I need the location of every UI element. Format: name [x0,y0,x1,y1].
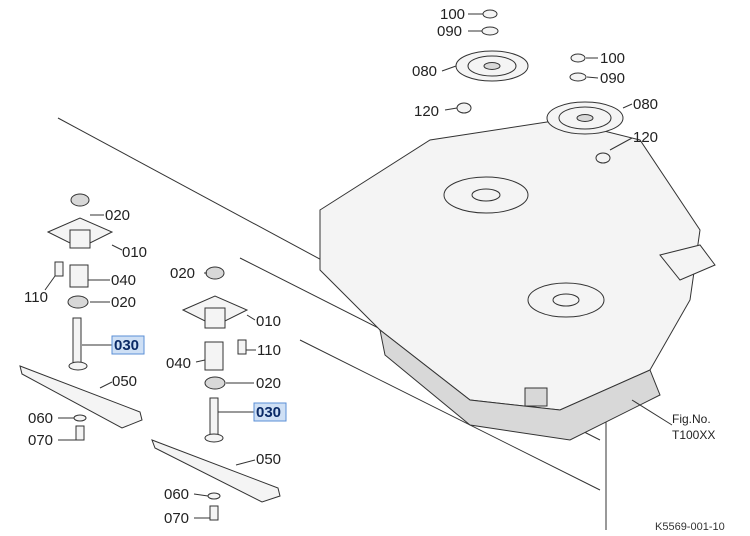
label-part-050: 050 [256,451,281,468]
mower-deck [319,119,716,441]
left-spindle-assembly [19,193,143,441]
label-part-110: 110 [24,289,48,306]
highlight-box [253,402,287,422]
pulley-left [455,50,529,82]
guide-line [299,339,601,491]
label-part-080: 080 [412,63,437,80]
label-part-010: 010 [256,313,281,330]
washer-icon [569,72,587,82]
label-part-050: 050 [112,373,137,390]
label-part-090: 090 [600,70,625,87]
label-part-030-highlighted[interactable]: 030 [114,337,139,354]
label-part-020: 020 [111,294,136,311]
pulley-right [546,101,624,135]
label-part-030-highlighted[interactable]: 030 [256,404,281,421]
figure-number-value: T100XX [672,428,715,442]
document-code: K5569-001-10 [655,521,725,533]
nut-icon [482,9,498,19]
label-part-070: 070 [164,510,189,527]
leader-lines [44,13,633,519]
label-part-060: 060 [164,486,189,503]
washer-icon [481,26,499,36]
label-part-100: 100 [440,6,465,23]
nut-icon [570,53,586,63]
label-part-020: 020 [256,375,281,392]
label-part-090: 090 [437,23,462,40]
label-part-110: 110 [257,342,281,359]
label-part-010: 010 [122,244,147,261]
nut-icon [595,152,611,164]
label-part-020: 020 [170,265,195,282]
label-part-100: 100 [600,50,625,67]
fig-leader-line [631,399,673,426]
label-part-040: 040 [111,272,136,289]
figure-number-label: Fig.No. [672,412,711,426]
label-part-040: 040 [166,355,191,372]
label-part-120: 120 [414,103,439,120]
label-part-020: 020 [105,207,130,224]
label-part-120: 120 [633,129,658,146]
right-spindle-assembly [151,266,281,521]
nut-icon [456,102,472,114]
label-part-060: 060 [28,410,53,427]
label-part-080: 080 [633,96,658,113]
highlight-box [111,335,145,355]
label-part-070: 070 [28,432,53,449]
